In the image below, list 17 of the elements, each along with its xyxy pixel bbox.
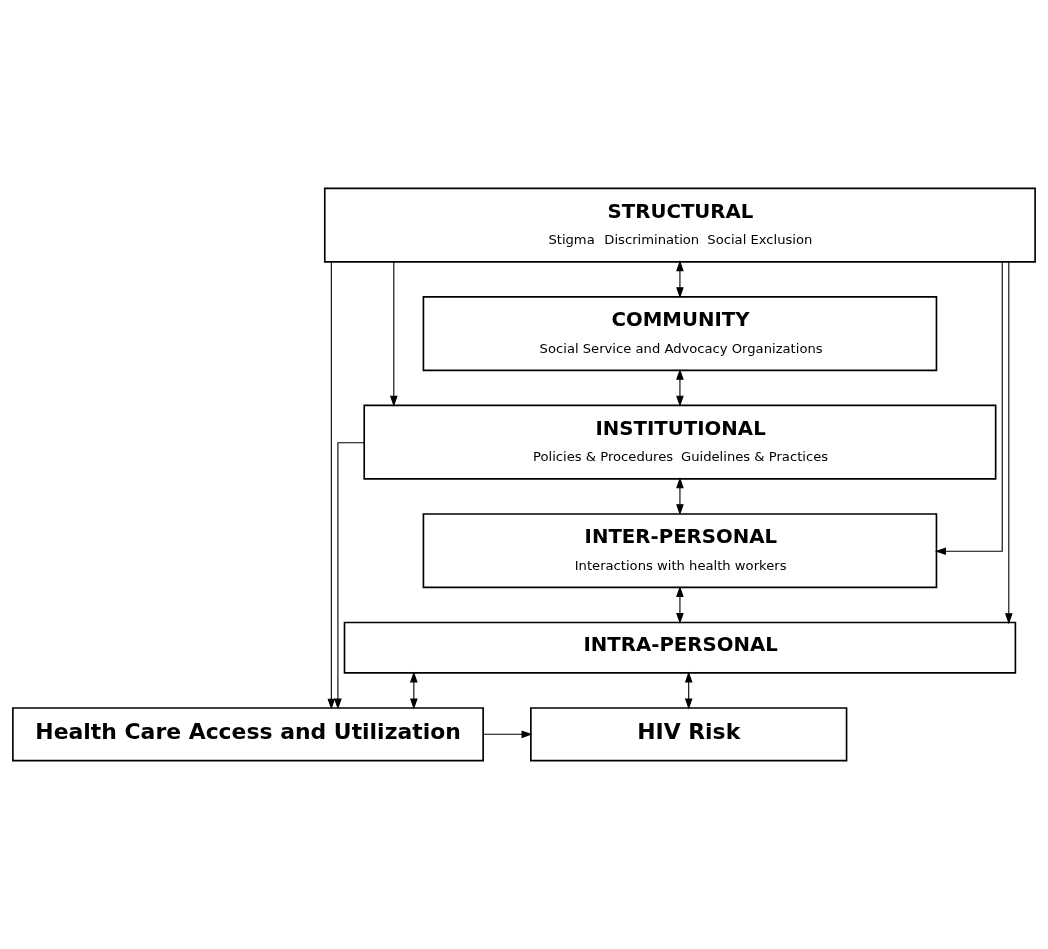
arrow [334, 442, 365, 710]
node-box: Health Care Access and Utilization [12, 707, 484, 762]
node-box: INTER-PERSONAL Interactions with health workers [422, 513, 938, 589]
node-box: INTRA-PERSONAL [343, 621, 1017, 674]
arrow [1004, 261, 1013, 625]
arrow [676, 260, 684, 299]
node-box: COMMUNITY Social Service and Advocacy Organizations [422, 296, 938, 372]
arrow [676, 368, 684, 407]
arrow [934, 261, 1003, 556]
arrow [482, 730, 533, 739]
arrow [389, 261, 398, 407]
arrow [327, 261, 336, 710]
node-box: HIV Risk [530, 707, 848, 762]
node-box: INSTITUTIONAL Policies & Procedures Guidelines & Practices [363, 404, 997, 480]
node-box: STRUCTURAL Stigma Discrimination Social Exclusion [323, 187, 1036, 263]
arrow [676, 477, 684, 516]
arrow [676, 585, 684, 624]
